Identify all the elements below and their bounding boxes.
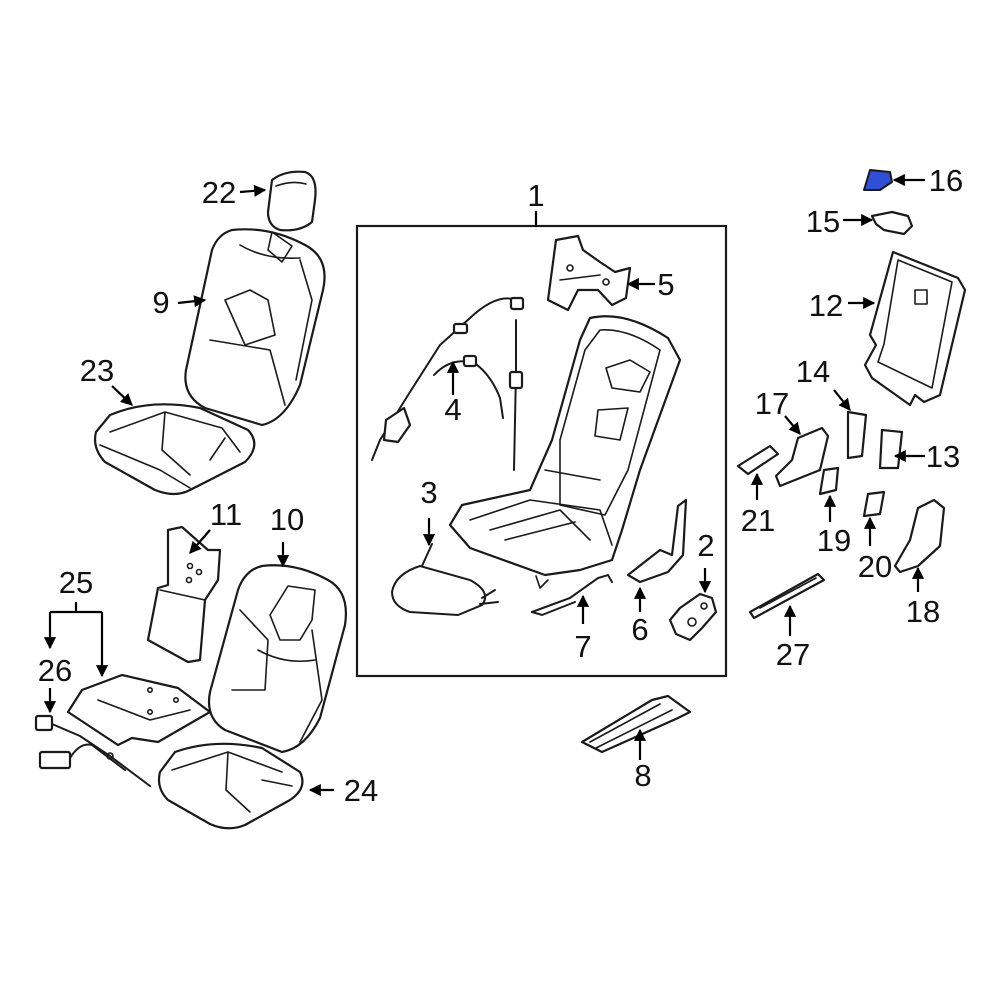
callout-17: 17 xyxy=(755,386,789,421)
part-21-bracket[interactable] xyxy=(736,444,780,476)
callout-6: 6 xyxy=(631,612,648,647)
callout-26: 26 xyxy=(38,653,72,688)
callout-5: 5 xyxy=(657,267,674,302)
callout-8: 8 xyxy=(634,758,651,793)
part-7-bracket[interactable] xyxy=(531,573,613,617)
callout-22: 22 xyxy=(202,175,236,210)
callout-2: 2 xyxy=(697,528,714,563)
part-17-cover[interactable] xyxy=(774,426,830,488)
part-4-cable[interactable] xyxy=(371,296,525,471)
callout-16: 16 xyxy=(929,163,963,198)
part-9-seatback-cover[interactable] xyxy=(184,228,326,427)
part-3-wire-frame[interactable] xyxy=(390,543,499,617)
part-10-seatback-pad[interactable] xyxy=(207,564,347,754)
part-16-clip-highlighted[interactable] xyxy=(863,169,893,191)
part-12-back-panel[interactable] xyxy=(863,250,967,407)
part-13-trim[interactable] xyxy=(878,428,904,470)
part-20-trim[interactable] xyxy=(862,490,886,518)
part-8-rail[interactable] xyxy=(580,694,692,754)
part-22-headrest[interactable] xyxy=(266,170,317,232)
part-11-pad[interactable] xyxy=(146,525,222,664)
assembly-frame-box xyxy=(355,224,728,678)
callout-19: 19 xyxy=(817,523,851,558)
callout-14: 14 xyxy=(796,354,830,389)
part-24-cushion-pad[interactable] xyxy=(157,742,304,830)
callout-13: 13 xyxy=(926,439,960,474)
part-15-clip[interactable] xyxy=(870,210,914,236)
callout-4: 4 xyxy=(444,392,461,427)
part-25-heater-mat[interactable] xyxy=(66,673,212,747)
part-5-bracket[interactable] xyxy=(546,234,632,312)
callout-15: 15 xyxy=(806,204,840,239)
seat-frame xyxy=(448,315,682,589)
callout-1: 1 xyxy=(527,178,544,213)
callout-23: 23 xyxy=(80,353,114,388)
part-2-motor[interactable] xyxy=(668,592,718,642)
part-6-side-bracket[interactable] xyxy=(626,498,688,584)
leader-lines xyxy=(43,173,925,797)
callout-12: 12 xyxy=(809,288,843,323)
callout-25: 25 xyxy=(59,565,93,600)
part-14-trim[interactable] xyxy=(846,410,868,460)
callout-18: 18 xyxy=(906,594,940,629)
callout-3: 3 xyxy=(420,475,437,510)
callout-21: 21 xyxy=(741,503,775,538)
part-18-side-shield[interactable] xyxy=(893,498,946,574)
part-27-rail-cover[interactable] xyxy=(748,572,826,620)
callout-24: 24 xyxy=(344,773,378,808)
callout-7: 7 xyxy=(574,629,591,664)
part-23-cushion-cover[interactable] xyxy=(93,403,256,496)
part-26-wiring-harness[interactable] xyxy=(34,714,151,787)
callout-27: 27 xyxy=(776,637,810,672)
callout-20: 20 xyxy=(858,549,892,584)
callout-10: 10 xyxy=(270,502,304,537)
callout-9: 9 xyxy=(152,285,169,320)
part-19-trim[interactable] xyxy=(818,466,840,496)
callout-11: 11 xyxy=(210,497,242,532)
callout-labels: 1 2 3 4 5 6 7 8 9 10 11 12 13 14 15 16 1… xyxy=(38,163,963,808)
